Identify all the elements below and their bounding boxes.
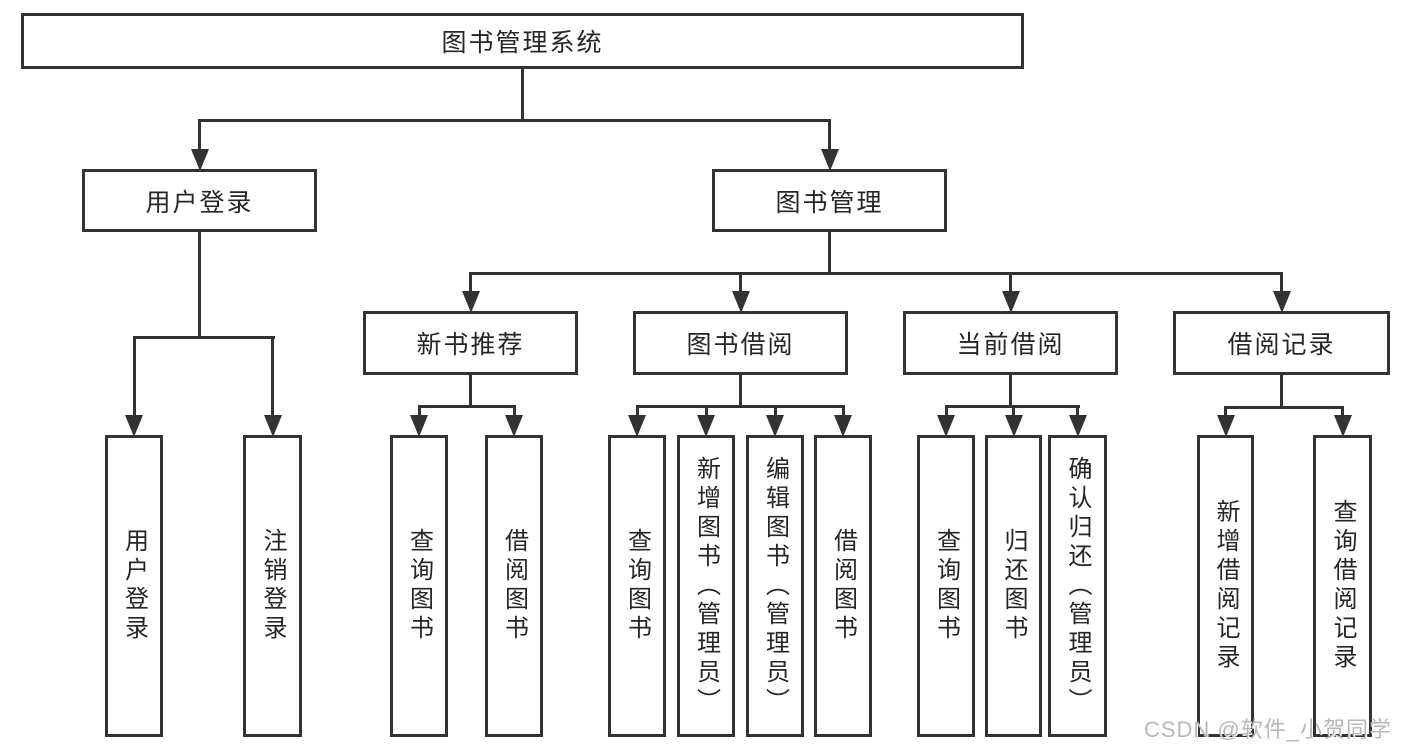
- arrow-down-icon: [697, 415, 715, 437]
- connector-stem: [828, 230, 831, 275]
- arrow-down-icon: [834, 415, 852, 437]
- connector-drop: [1012, 405, 1015, 421]
- connector-drop: [133, 336, 136, 421]
- connector-drop: [469, 272, 472, 297]
- arrow-down-icon: [1217, 415, 1235, 437]
- connector-bar: [198, 119, 831, 122]
- connector-drop: [1076, 405, 1079, 421]
- node-borrow-records: 借阅记录: [1173, 311, 1390, 375]
- connector-drop: [271, 336, 274, 421]
- connector-bar: [133, 336, 275, 339]
- node-leaf-newrec-borrow-book: 借阅图书: [485, 435, 543, 737]
- connector-stem: [1280, 373, 1283, 409]
- connector-bar: [469, 272, 1283, 275]
- node-user-login: 用户登录: [82, 169, 317, 232]
- arrow-down-icon: [505, 415, 523, 437]
- connector-stem: [521, 67, 524, 122]
- connector-stem: [469, 373, 472, 408]
- connector-stem: [1009, 373, 1012, 408]
- arrow-down-icon: [264, 415, 282, 437]
- node-leaf-records-query: 查询借阅记录: [1313, 435, 1372, 737]
- node-new-book-rec: 新书推荐: [363, 311, 578, 375]
- connector-drop: [198, 119, 201, 155]
- node-book-mgmt: 图书管理: [712, 169, 947, 232]
- arrow-down-icon: [191, 149, 209, 171]
- connector-bar: [1224, 406, 1344, 409]
- connector-stem: [739, 373, 742, 408]
- connector-drop: [1341, 406, 1344, 421]
- node-leaf-borrow-query-book: 查询图书: [608, 435, 666, 737]
- arrow-down-icon: [821, 149, 839, 171]
- connector-drop: [828, 119, 831, 155]
- arrow-down-icon: [628, 415, 646, 437]
- connector-stem: [198, 230, 201, 339]
- arrow-down-icon: [1069, 415, 1087, 437]
- connector-bar: [636, 405, 845, 408]
- arrow-down-icon: [125, 415, 143, 437]
- connector-drop: [1224, 406, 1227, 421]
- node-leaf-records-add: 新增借阅记录: [1197, 435, 1254, 737]
- arrow-down-icon: [732, 291, 750, 313]
- arrow-down-icon: [1005, 415, 1023, 437]
- connector-drop: [513, 405, 516, 421]
- connector-drop: [636, 405, 639, 421]
- connector-bar: [418, 405, 516, 408]
- node-current-borrow: 当前借阅: [903, 311, 1118, 375]
- connector-drop: [1009, 272, 1012, 297]
- node-leaf-borrow-edit-book: 编辑图书（管理员）: [746, 435, 804, 737]
- connector-drop: [945, 405, 948, 421]
- connector-drop: [1280, 272, 1283, 297]
- arrow-down-icon: [462, 291, 480, 313]
- node-leaf-borrow-borrow-book: 借阅图书: [814, 435, 872, 737]
- node-root: 图书管理系统: [21, 13, 1024, 69]
- connector-drop: [774, 405, 777, 421]
- arrow-down-icon: [1002, 291, 1020, 313]
- arrow-down-icon: [1334, 415, 1352, 437]
- node-leaf-user-login: 用户登录: [105, 435, 163, 737]
- arrow-down-icon: [1273, 291, 1291, 313]
- connector-drop: [705, 405, 708, 421]
- node-leaf-logout: 注销登录: [243, 435, 302, 737]
- node-leaf-current-return-book: 归还图书: [985, 435, 1042, 737]
- node-book-borrow: 图书借阅: [633, 311, 848, 375]
- csdn-watermark: CSDN @软件_小贺同学: [1143, 717, 1392, 742]
- arrow-down-icon: [766, 415, 784, 437]
- node-leaf-newrec-query-book: 查询图书: [390, 435, 448, 737]
- arrow-down-icon: [937, 415, 955, 437]
- node-leaf-current-query-book: 查询图书: [917, 435, 975, 737]
- connector-drop: [739, 272, 742, 297]
- arrow-down-icon: [410, 415, 428, 437]
- connector-drop: [418, 405, 421, 421]
- node-leaf-current-confirm: 确认归还（管理员）: [1048, 435, 1107, 737]
- node-leaf-borrow-add-book: 新增图书（管理员）: [677, 435, 735, 737]
- connector-drop: [842, 405, 845, 421]
